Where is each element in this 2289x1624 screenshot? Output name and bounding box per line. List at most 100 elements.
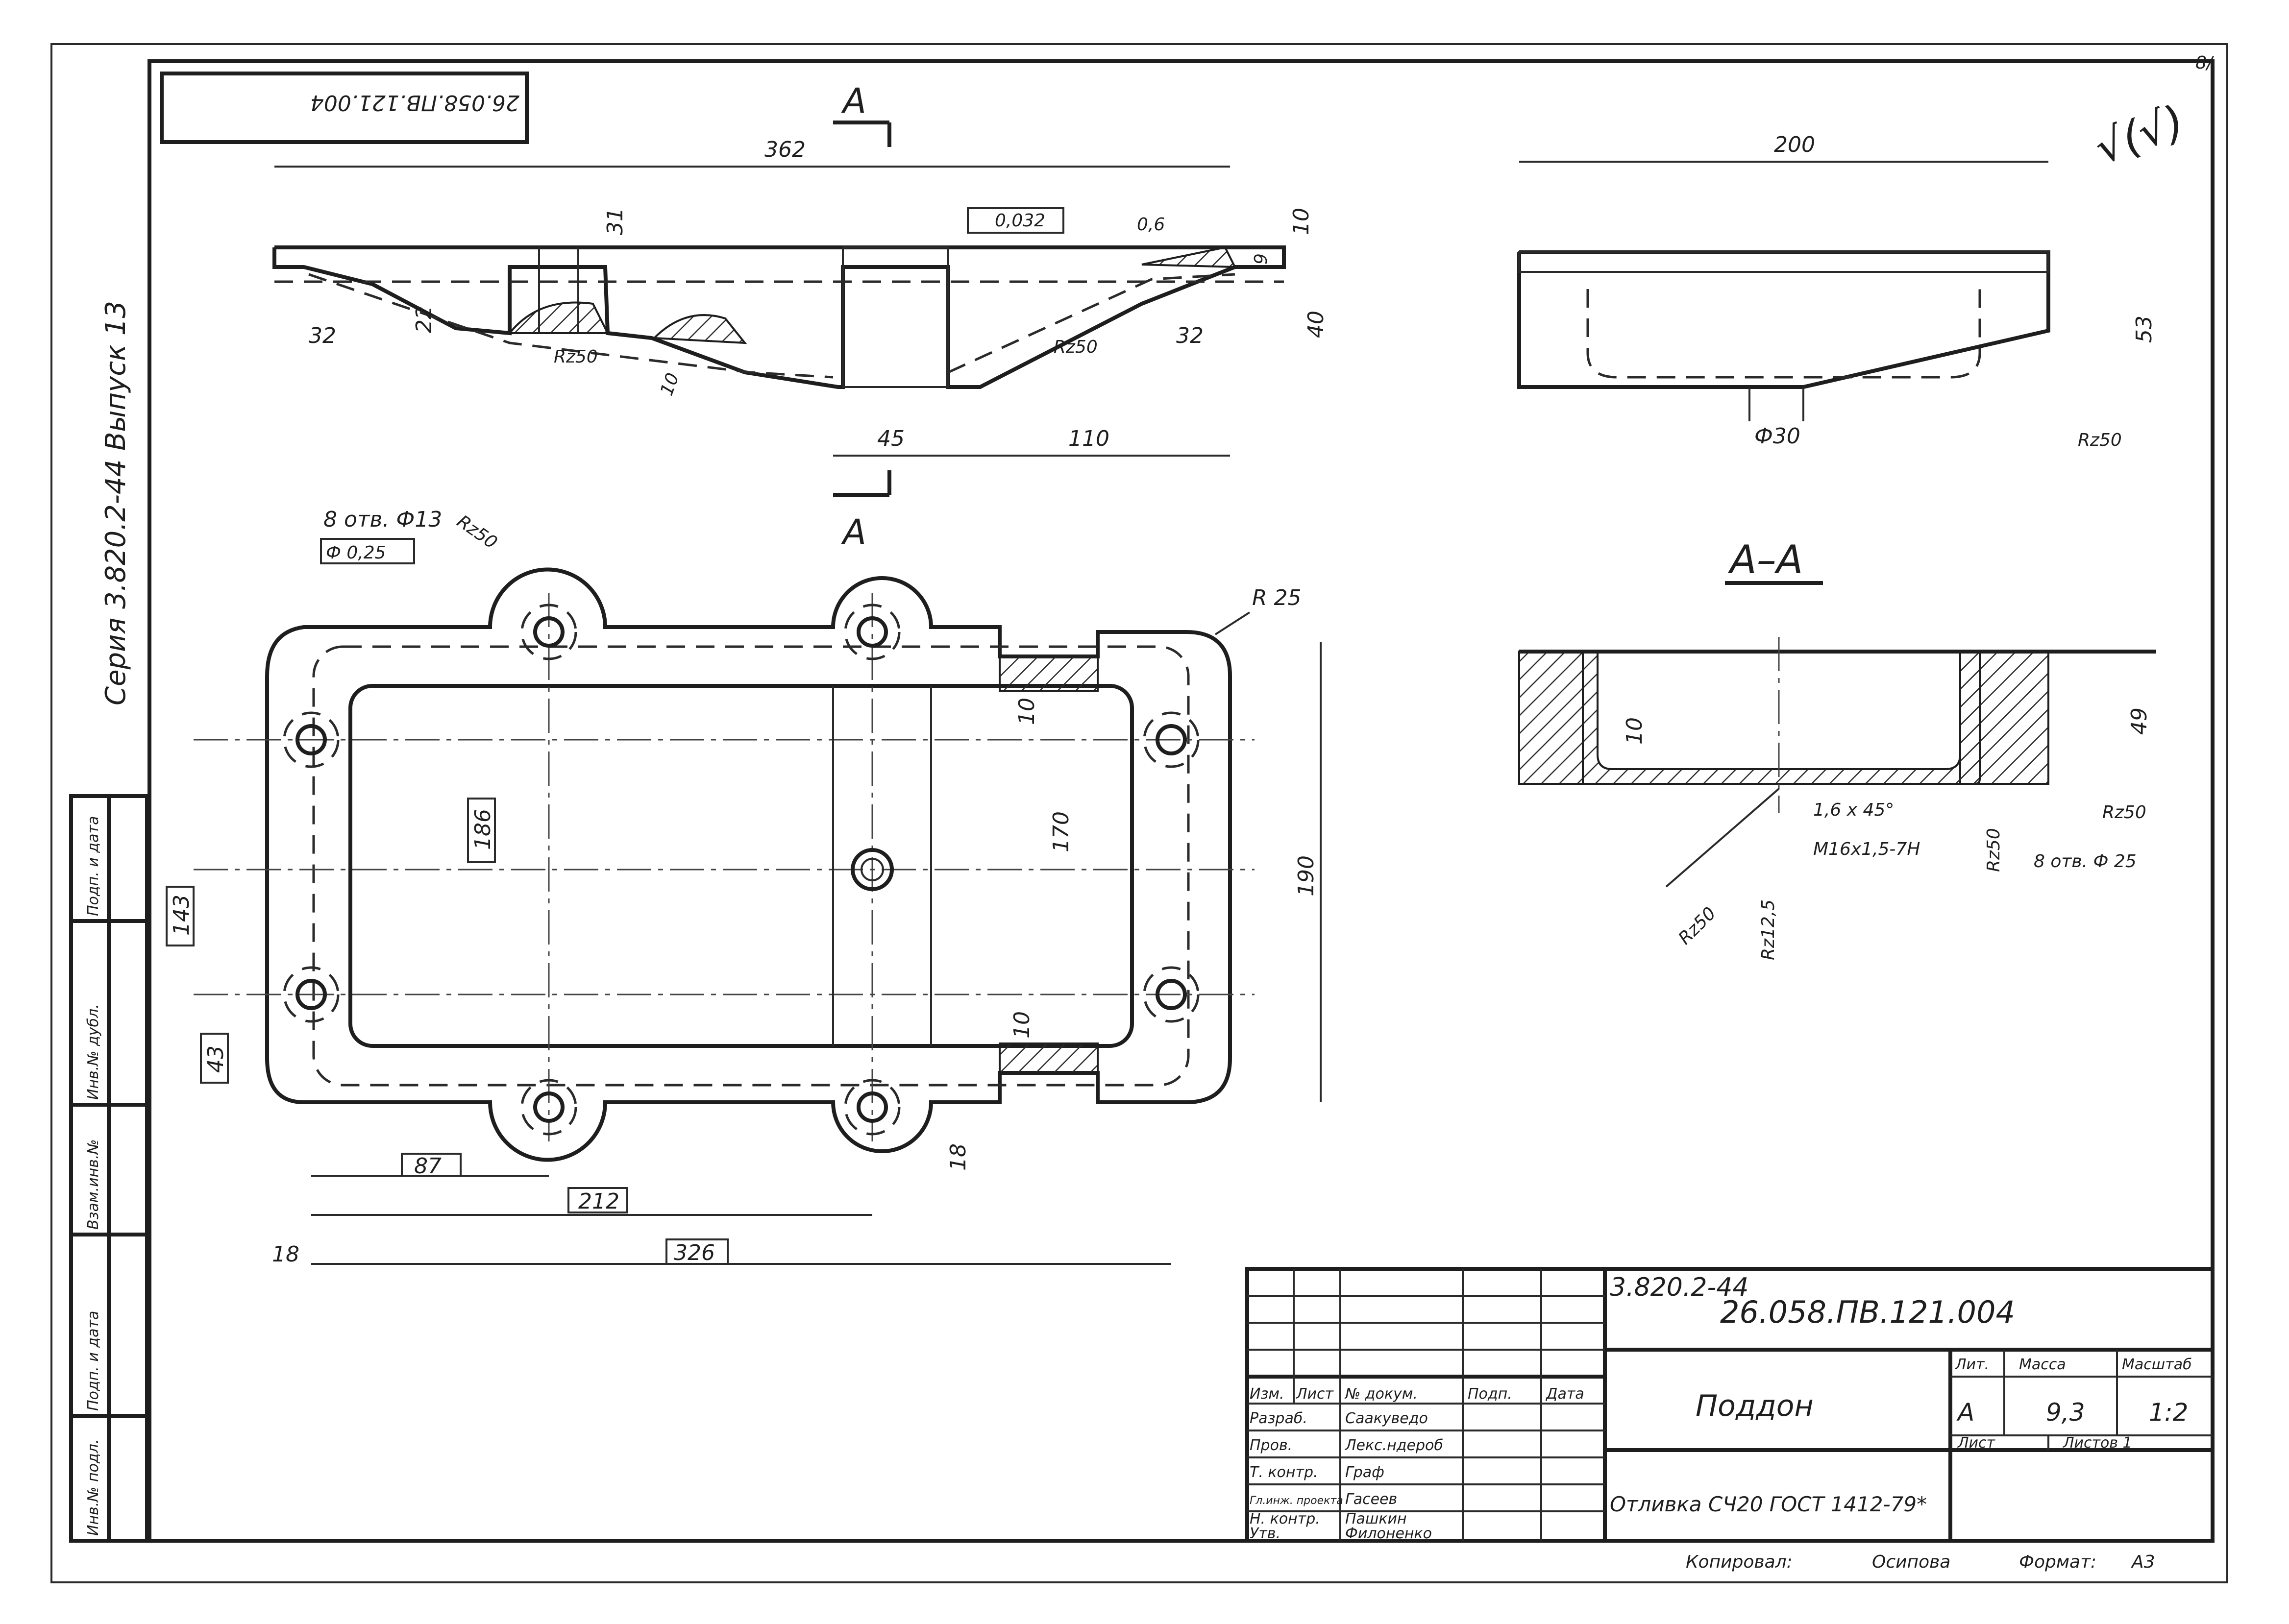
svg-text:А: А xyxy=(1956,1398,1974,1427)
svg-text:170: 170 xyxy=(1049,811,1074,852)
svg-text:Саакуведо: Саакуведо xyxy=(1345,1410,1428,1427)
svg-text:10: 10 xyxy=(1014,698,1039,725)
svg-text:43: 43 xyxy=(203,1045,228,1073)
svg-text:Разраб.: Разраб. xyxy=(1250,1410,1307,1427)
svg-text:Формат:: Формат: xyxy=(2019,1552,2096,1572)
outer-frame xyxy=(50,43,2228,1583)
svg-text:212: 212 xyxy=(578,1189,619,1214)
svg-text:Rz50: Rz50 xyxy=(1674,903,1720,948)
material-spec: Отливка СЧ20 ГОСТ 1412-79* xyxy=(1610,1492,1927,1516)
section-mark-bottom: А xyxy=(833,470,891,552)
svg-text:Граф: Граф xyxy=(1345,1464,1384,1481)
svg-text:18: 18 xyxy=(946,1143,971,1171)
front-view: 362 0,032 0,6 31 10 9 40 32 22 32 Rz50 R… xyxy=(272,137,1329,457)
svg-text:Пашкин: Пашкин xyxy=(1345,1510,1407,1527)
svg-text:Rz50: Rz50 xyxy=(1054,337,1098,357)
sheet-number: 8/ xyxy=(2195,53,2215,73)
svg-text:Масштаб: Масштаб xyxy=(2122,1356,2192,1373)
svg-text:186: 186 xyxy=(470,809,495,850)
roughness-symbol: √(√) xyxy=(2088,96,2191,175)
svg-text:Инв.№ дубл.: Инв.№ дубл. xyxy=(85,1004,102,1100)
svg-text:Пров.: Пров. xyxy=(1250,1437,1292,1454)
section-a-a: А–А 49 10 Rz50 1,6 х 45° M16х1,5-7Н Rz50… xyxy=(1518,537,2156,960)
svg-text:110: 110 xyxy=(1068,426,1109,451)
svg-text:Листов 1: Листов 1 xyxy=(2063,1434,2132,1452)
svg-text:Подп. и дата: Подп. и дата xyxy=(85,1311,102,1411)
svg-text:143: 143 xyxy=(169,895,194,936)
svg-text:А: А xyxy=(841,81,866,121)
footer: Копировал: Осипова Формат: А3 xyxy=(1686,1552,2155,1572)
svg-text:Rz50: Rz50 xyxy=(554,347,598,367)
rough-06: 0,6 xyxy=(1137,215,1165,235)
svg-text:87: 87 xyxy=(414,1154,442,1179)
svg-text:А: А xyxy=(841,512,866,552)
svg-text:10: 10 xyxy=(657,370,683,398)
svg-text:Гл.инж. проекта: Гл.инж. проекта xyxy=(1250,1495,1343,1507)
svg-text:10: 10 xyxy=(1289,208,1314,235)
svg-text:R 25: R 25 xyxy=(1252,585,1302,610)
plan-view: 8 отв. Ф13 Ф 0,25 Rz50 R 25 10 186 170 1… xyxy=(166,507,1322,1267)
svg-text:Rz50: Rz50 xyxy=(1984,828,2004,872)
part-name: Поддон xyxy=(1696,1389,1814,1423)
svg-text:Подп. и дата: Подп. и дата xyxy=(85,816,102,916)
dim-side-200: 200 xyxy=(1774,132,1815,157)
svg-text:Гасеев: Гасеев xyxy=(1345,1491,1397,1508)
series-code: 3.820.2-44 xyxy=(1610,1273,1748,1302)
svg-text:Лит.: Лит. xyxy=(1955,1356,1989,1373)
title-block: Изм. Лист № докум. Подп. Дата Разраб. Са… xyxy=(1245,1267,2215,1543)
svg-text:32: 32 xyxy=(1176,323,1204,348)
document-code: 26.058.ПВ.121.004 xyxy=(1720,1294,2015,1330)
dim-total-length: 362 xyxy=(764,137,806,162)
left-stamp-columns: Подп. и дата Инв.№ дубл. Взам.инв.№ Подп… xyxy=(69,794,149,1543)
svg-text:190: 190 xyxy=(1294,855,1319,897)
position-tolerance: Ф 0,25 xyxy=(326,543,386,563)
svg-text:49: 49 xyxy=(2127,707,2152,735)
svg-text:26.058.ПВ.121.004: 26.058.ПВ.121.004 xyxy=(310,90,519,115)
bolt-holes xyxy=(283,604,1200,1136)
svg-text:Подп.: Подп. xyxy=(1468,1385,1512,1403)
svg-text:Изм.: Изм. xyxy=(1250,1385,1284,1403)
svg-text:Взам.инв.№: Взам.инв.№ xyxy=(85,1139,102,1230)
svg-text:Ф30: Ф30 xyxy=(1754,424,1800,449)
svg-text:А3: А3 xyxy=(2131,1552,2155,1572)
svg-text:Масса: Масса xyxy=(2019,1356,2066,1373)
svg-text:10: 10 xyxy=(1009,1011,1034,1039)
svg-text:8 отв. Ф 25: 8 отв. Ф 25 xyxy=(2034,851,2137,872)
svg-text:45: 45 xyxy=(877,426,905,451)
svg-text:Филоненко: Филоненко xyxy=(1345,1525,1432,1542)
rotated-code-stamp: 26.058.ПВ.121.004 xyxy=(160,72,529,144)
svg-text:326: 326 xyxy=(674,1240,715,1265)
series-label: Серия 3.820.2-44 Выпуск 13 xyxy=(100,301,132,705)
svg-text:31: 31 xyxy=(603,208,628,235)
svg-text:18: 18 xyxy=(272,1242,299,1267)
scale-value: 1:2 xyxy=(2149,1398,2188,1427)
svg-text:Инв.№ подл.: Инв.№ подл. xyxy=(85,1439,102,1536)
section-mark-top: А xyxy=(833,81,891,147)
svg-text:Осипова: Осипова xyxy=(1872,1552,1950,1572)
holes-note: 8 отв. Ф13 xyxy=(323,507,442,532)
inner-frame xyxy=(148,59,2215,1543)
svg-text:Лист: Лист xyxy=(1296,1385,1334,1403)
svg-text:32: 32 xyxy=(309,323,336,348)
svg-text:40: 40 xyxy=(1304,311,1329,338)
svg-text:Rz50: Rz50 xyxy=(2078,430,2122,450)
mass-value: 9,3 xyxy=(2046,1398,2085,1427)
svg-text:Н. контр.: Н. контр. xyxy=(1250,1510,1320,1527)
svg-text:53: 53 xyxy=(2132,315,2157,343)
svg-text:Лекс.ндероб: Лекс.ндероб xyxy=(1345,1437,1443,1454)
svg-text:Rz50: Rz50 xyxy=(2102,802,2146,823)
svg-text:Rz12,5: Rz12,5 xyxy=(1758,899,1778,960)
section-title: А–А xyxy=(1727,537,1803,582)
svg-text:10: 10 xyxy=(1622,717,1647,745)
svg-text:№ докум.: № докум. xyxy=(1344,1385,1418,1403)
svg-text:22: 22 xyxy=(412,306,437,333)
svg-text:Т. контр.: Т. контр. xyxy=(1250,1464,1318,1481)
svg-text:Дата: Дата xyxy=(1545,1385,1584,1403)
flatness-tolerance: 0,032 xyxy=(995,211,1045,231)
svg-text:M16х1,5-7Н: M16х1,5-7Н xyxy=(1813,839,1920,859)
svg-text:1,6 х 45°: 1,6 х 45° xyxy=(1813,800,1894,820)
svg-text:Лист: Лист xyxy=(1957,1434,1996,1452)
side-view: 200 53 Ф30 Rz50 xyxy=(1517,132,2157,450)
svg-text:Копировал:: Копировал: xyxy=(1686,1552,1793,1572)
